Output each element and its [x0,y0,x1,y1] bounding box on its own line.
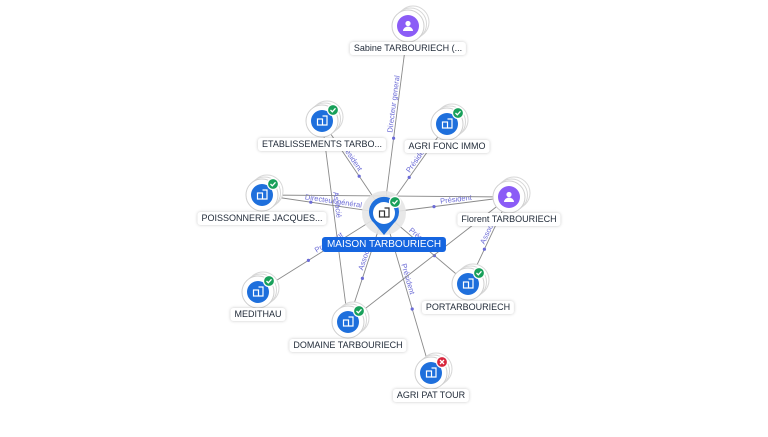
building-icon-part [447,118,453,129]
edge-line [257,212,385,293]
edge-arrow [410,307,414,311]
checkmark-icon [392,199,398,205]
edge-arrow [482,247,486,251]
building-icon-part [322,115,328,126]
building-icon-part [316,118,324,126]
building-icon-part [252,289,260,297]
node-label-etablissements[interactable]: ETABLISSEMENTS TARBO... [257,138,387,151]
building-icon-part [262,189,268,200]
edge-arrow [360,276,364,280]
node-portarbouriech[interactable] [451,263,490,301]
building-icon-part [348,316,354,327]
edge-line [383,25,409,214]
node-etablissements[interactable] [305,100,344,138]
node-medithau[interactable] [241,271,280,309]
checkmark-icon [270,181,276,187]
building-icon-part [462,281,470,289]
node-label-portarbouriech[interactable]: PORTARBOURIECH [421,301,515,314]
building-icon-part [256,192,264,200]
edge-arrow [306,258,310,262]
building-icon [378,207,390,218]
node-label-agri-fonc[interactable]: AGRI FONC IMMO [404,140,490,153]
edge-label: Président [399,262,417,296]
active-status-icon [451,106,465,120]
checkmark-icon [455,110,461,116]
nodes-layer [241,5,531,390]
active-status-icon [266,177,280,191]
building-icon-part [258,286,264,297]
building-icon-part [441,121,449,129]
checkmark-icon [356,308,362,314]
node-poissonnerie[interactable] [245,174,284,212]
building-icon-part [431,367,437,378]
building-icon-part [425,370,433,378]
person-icon-head [405,20,411,27]
node-agri-fonc[interactable] [430,103,469,141]
checkmark-icon [330,107,336,113]
edge-label: Associé [331,191,343,218]
building-icon-part [378,210,386,218]
cross-icon [439,359,445,365]
node-domaine[interactable] [331,301,370,339]
checkmark-icon [266,278,272,284]
node-florent[interactable] [492,176,531,214]
node-label-medithau[interactable]: MEDITHAU [230,308,286,321]
active-status-icon [352,304,366,318]
active-status-icon [472,266,486,280]
edge-label: Président [440,193,473,206]
edge-arrow [309,200,313,204]
node-sabine[interactable] [391,5,430,43]
edge-arrow [392,136,396,140]
center-node-label[interactable]: MAISON TARBOURIECH [321,237,447,252]
active-status-icon [326,103,340,117]
node-label-domaine[interactable]: DOMAINE TARBOURIECH [289,339,407,352]
edge-arrow [432,205,436,209]
active-status-icon [262,274,276,288]
edge-arrow [357,174,361,178]
edge-arrow [407,175,411,179]
building-icon-part [468,278,474,289]
checkmark-icon [476,270,482,276]
building-icon-part [384,207,390,218]
node-label-sabine[interactable]: Sabine TARBOURIECH (... [349,42,467,55]
person-icon-body [403,26,413,31]
person-icon-body [504,197,514,202]
node-label-agri-pat[interactable]: AGRI PAT TOUR [392,389,470,402]
edge-line [321,120,349,323]
center-node[interactable] [362,191,406,235]
node-agri-pat[interactable] [414,352,453,390]
building-icon-part [342,319,350,327]
active-status-icon [388,195,402,209]
node-label-florent[interactable]: Florent TARBOURIECH [457,213,561,226]
node-label-poissonnerie[interactable]: POISSONNERIE JACQUES... [197,212,327,225]
person-icon-head [506,191,512,198]
edge-label: Directeur general [385,75,401,134]
